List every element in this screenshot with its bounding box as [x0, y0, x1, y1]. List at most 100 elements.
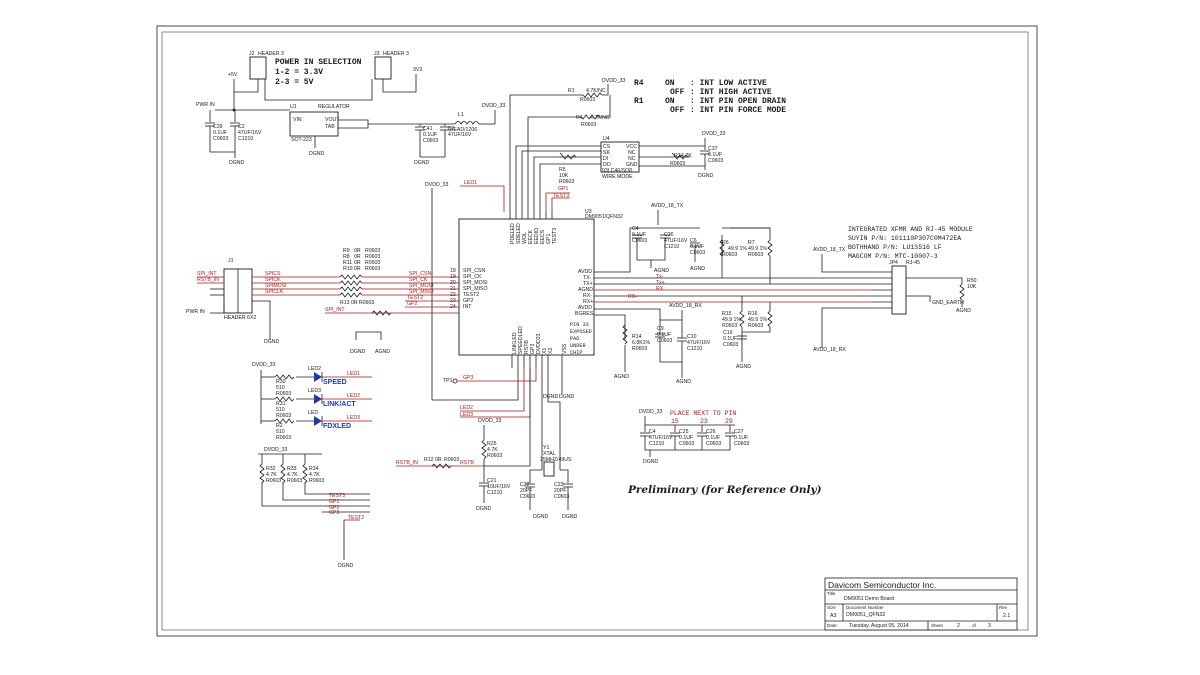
u4-gnd: GND [626, 162, 638, 168]
u4-ref: U4 [603, 136, 610, 142]
led-link-ref: LED3 [308, 388, 321, 394]
u4-mode: WIRE MODE [602, 174, 633, 180]
u1-vin: VIN [293, 117, 302, 123]
j1-value: HEADER 6X2 [224, 315, 256, 321]
c10-val: 47UF/16V [687, 340, 711, 346]
v33-label: 3V3 [413, 67, 422, 73]
led-link-icon [314, 394, 322, 404]
r32-ref: R32 [266, 466, 276, 472]
rj45-note-2: BOTHHAND P/N: LU1S516 LF [848, 244, 942, 251]
u1-ref: U1 [290, 104, 297, 110]
r5-val: 10K [559, 173, 569, 179]
net-gp2-u3: GP2 [407, 301, 417, 307]
r13-ref: R13 0R [340, 300, 358, 306]
r12-pkg: R0603 [444, 457, 459, 463]
c10-ref: C10 [687, 334, 697, 340]
power-sel-line1: 1-2 = 3.3V [275, 68, 323, 77]
u1-regulator [289, 111, 339, 137]
r10-pkg: R0603 [365, 266, 380, 272]
led-r30-pkg: R0603 [276, 391, 291, 397]
r1-val: 4.7K/NC [586, 88, 606, 94]
c2-val: 47UF/16V [238, 130, 262, 136]
r16-pkg: R0603 [748, 323, 763, 329]
r1-ref: R1 [568, 88, 575, 94]
strap-r1-on: ON [665, 97, 675, 106]
r13-pkg: R0603 [359, 300, 374, 306]
net-led2-bottom: LED2 [460, 405, 473, 411]
j1-net-spick: SPICK [265, 277, 281, 283]
agnd-label-c6: AGND [690, 266, 705, 272]
r4-ref: R4 [576, 115, 583, 121]
u3-pin-eedio: EEDIO [534, 228, 540, 244]
led-r2-val: 510 [276, 429, 285, 435]
cp-c25-ref: C25 [679, 429, 689, 435]
tb-of-label: of [972, 623, 977, 628]
r33-pkg: R0603 [287, 478, 302, 484]
r6-pkg: R0603 [722, 252, 737, 258]
c37-val: 0.1UF [708, 152, 722, 158]
c41-ref: C41 [423, 126, 433, 132]
u3-pin-spi-csn: SPI_CSN [463, 268, 485, 274]
dvdd-label-l1: DVDD_33 [482, 103, 505, 109]
dvdd-label-u3: DVDD_33 [425, 182, 448, 188]
u4-do: DO [603, 162, 611, 168]
net-spi-mosi: SPI_MOSI [409, 283, 434, 289]
pull-net-gp1: GP1 [329, 499, 339, 505]
r10-val: 0R [354, 266, 361, 272]
tb-docnum-label: Document Number [846, 605, 884, 610]
y1-val: XTAL [543, 451, 556, 457]
sheet-inner-border [161, 31, 1029, 631]
u3-pin-spi-mosi: SPI_MOSI [463, 280, 488, 286]
cp-c27-pkg: C0603 [734, 441, 749, 447]
strap-r1-off-desc: : INT PIN FORCE MODE [690, 106, 786, 115]
l1-val: BEAD/1206 [450, 127, 477, 133]
u3-pinnum-18: 18 [450, 268, 456, 274]
place-pin-29: 29 [725, 418, 733, 425]
avdd-rx-label: AVDD_18_RX [669, 303, 702, 309]
r11-ref: R11 [343, 260, 352, 266]
r9-pkg: R0603 [365, 248, 380, 254]
u3-pin-vss: VSS [562, 343, 568, 354]
u3-pin-tx-minus: TX- [583, 275, 592, 281]
r4-pkg: R0603 [581, 122, 596, 128]
u3-top-pins: PDELED SDELED WOL EECK EEDIO EECS GP1 TE… [510, 223, 558, 244]
tb-title-label: Title [827, 591, 836, 596]
r33-val: 4.7K [287, 472, 298, 478]
u4-eeprom [600, 141, 640, 173]
u3-pin-avdd2: AVDD [578, 305, 592, 311]
rj45-note-3: MAGCOM P/N: MTC-10007-3 [848, 253, 938, 260]
tb-date: Tuesday, August 05, 2014 [849, 623, 909, 629]
u3-pin-dvdd33: DVDD33 [536, 333, 542, 354]
dgnd-label-2: DGND [414, 160, 430, 166]
u3-pin-test2: TEST2 [463, 292, 479, 298]
j1-net-rstb-in: RSTB_IN [197, 277, 219, 283]
c21-val: 10UF/16V [487, 484, 511, 490]
r14-ref: R14 [632, 334, 642, 340]
net-gp3-tp1: GP3 [463, 375, 473, 381]
u4-sk: SK [603, 150, 610, 156]
r9-ref: R9 [343, 248, 350, 254]
pull-net-test3: TEST3 [329, 493, 345, 499]
r10-ref: R10 [343, 266, 353, 272]
net-spi-csn: SPI_CSN [409, 271, 431, 277]
j3-header [374, 56, 392, 80]
v5-label: +5V [228, 72, 238, 78]
r5-ref: R5 [559, 167, 566, 173]
u4-vcc: VCC [626, 144, 637, 150]
u3-exposed-4: CHIP [570, 350, 582, 356]
strap-r4-off-desc: : INT HIGH ACTIVE [690, 88, 772, 97]
decoupling-section: PLACE NEXT TO PIN 15 23 29 DVDD_33 C4 47… [639, 409, 749, 465]
r6-ref: R6 [722, 240, 729, 246]
c16-pkg: C0603 [723, 342, 738, 348]
c39-ref: C39 [213, 124, 223, 130]
dgnd-label-u4: DGND [698, 173, 714, 179]
r16-ref: R16 [748, 311, 758, 317]
u3-exposed-3: UNDER [570, 343, 586, 349]
strap-r4-ref: R4 [634, 79, 644, 88]
r34-pkg: R0603 [309, 478, 324, 484]
avdd-tx-rj: AVDD_18_TX [813, 247, 846, 253]
u3-pin-x2: X2 [548, 348, 554, 354]
strap-r4-on: ON [665, 79, 675, 88]
c39-val: 0.1UF [213, 130, 227, 136]
